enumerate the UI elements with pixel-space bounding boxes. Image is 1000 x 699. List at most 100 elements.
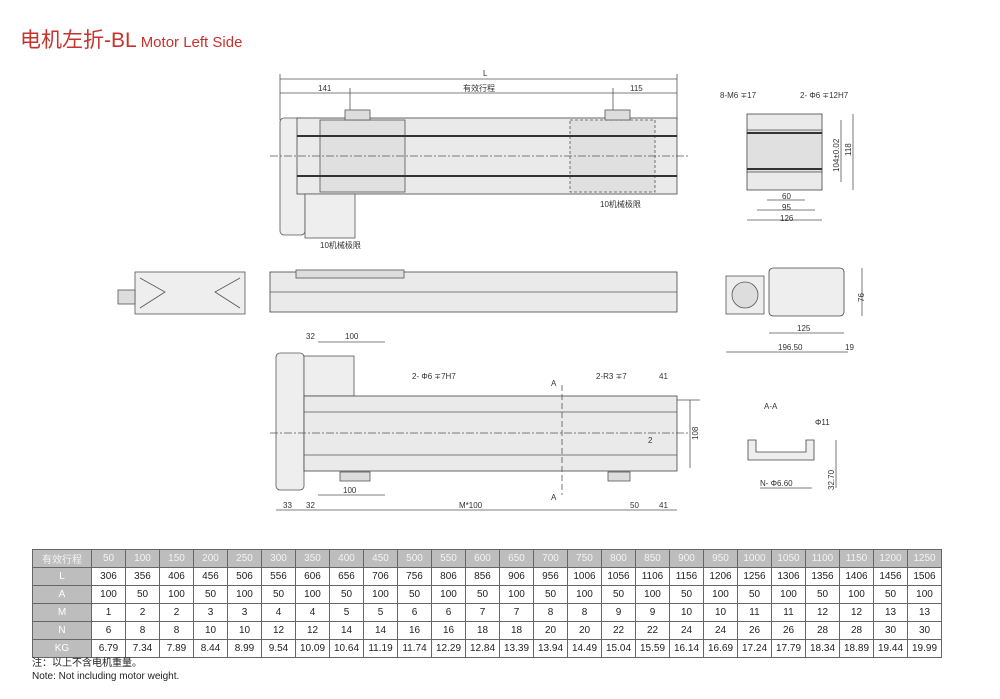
table-cell: 100 [431, 585, 466, 604]
dim-76: 76 [857, 293, 866, 302]
table-cell: 800 [601, 549, 636, 568]
table-cell: 7.89 [159, 639, 194, 658]
m6-label: 8-M6 ∓17 [720, 91, 757, 100]
section-view: A-A Φ11 N- Φ6.60 32.70 [747, 402, 837, 490]
row-header: 有效行程 [32, 549, 92, 568]
table-cell: 13 [873, 603, 908, 622]
table-cell: 1150 [839, 549, 874, 568]
table-cell: 100 [635, 585, 670, 604]
r3-label: 2-R3 ∓7 [596, 372, 627, 381]
table-cell: 14.49 [567, 639, 602, 658]
table-cell: 1306 [771, 567, 806, 586]
table-cell: 11 [771, 603, 806, 622]
dim-32: 32 [306, 501, 315, 510]
table-cell: 500 [397, 549, 432, 568]
table-cell: 50 [669, 585, 704, 604]
table-cell: 50 [465, 585, 500, 604]
dim-60: 60 [782, 192, 791, 201]
title-cn: 电机左折-BL [20, 29, 137, 52]
dim-2: 2 [648, 436, 653, 445]
table-cell: 11.19 [363, 639, 398, 658]
dim-32-70: 32.70 [827, 469, 836, 490]
table-cell: 8 [125, 621, 160, 640]
table-cell: 10 [227, 621, 262, 640]
table-cell: 8 [533, 603, 568, 622]
table-cell: 18.34 [805, 639, 840, 658]
table-cell: 100 [91, 585, 126, 604]
dim-41: 41 [659, 501, 668, 510]
dim-stroke: 有效行程 [463, 83, 495, 93]
table-cell: 20 [567, 621, 602, 640]
table-cell: 306 [91, 567, 126, 586]
dim-141: 141 [318, 84, 332, 93]
table-cell: 406 [159, 567, 194, 586]
title-en: Motor Left Side [140, 34, 243, 51]
table-cell: 1050 [771, 549, 806, 568]
table-cell: 8.99 [227, 639, 262, 658]
side-end-view: 76 125 196.50 19 [725, 267, 866, 353]
dim-phi11: Φ11 [815, 418, 830, 427]
table-cell: 4 [261, 603, 296, 622]
note: 注：以上不含电机重量。Note: Not including motor wei… [32, 657, 179, 683]
dim-125: 125 [797, 324, 811, 333]
dim-41-top: 41 [659, 372, 668, 381]
table-cell: 100 [363, 585, 398, 604]
table-cell: 100 [703, 585, 738, 604]
table-cell: 24 [669, 621, 704, 640]
table-cell: 12 [295, 621, 330, 640]
table-cell: 150 [159, 549, 194, 568]
table-cell: 750 [567, 549, 602, 568]
section-mark-bottom: A [551, 493, 557, 502]
table-cell: 900 [669, 549, 704, 568]
table-cell: 550 [431, 549, 466, 568]
table-cell: 606 [295, 567, 330, 586]
table-cell: 7.34 [125, 639, 160, 658]
table-cell: 13.39 [499, 639, 534, 658]
row-header: A [32, 585, 92, 604]
table-cell: 906 [499, 567, 534, 586]
table-cell: 100 [839, 585, 874, 604]
table-cell: 22 [635, 621, 670, 640]
table-cell: 16.69 [703, 639, 738, 658]
table-cell: 11.74 [397, 639, 432, 658]
table-cell: 18.89 [839, 639, 874, 658]
side-view [117, 269, 678, 315]
table-cell: 15.59 [635, 639, 670, 658]
dim-100-bottom: 100 [343, 486, 357, 495]
table-cell: 956 [533, 567, 568, 586]
table-cell: 456 [193, 567, 228, 586]
table-cell: 1100 [805, 549, 840, 568]
table-cell: 26 [771, 621, 806, 640]
table-cell: 1000 [737, 549, 772, 568]
table-cell: 10.64 [329, 639, 364, 658]
table-cell: 10.09 [295, 639, 330, 658]
table-cell: 13 [907, 603, 942, 622]
table-cell: 50 [261, 585, 296, 604]
dim-126: 126 [780, 214, 794, 223]
table-cell: 11 [737, 603, 772, 622]
table-cell: 50 [193, 585, 228, 604]
table-cell: 100 [567, 585, 602, 604]
bottom-view: 32 100 2- Φ6 ∓7H7 A A 2-R3 ∓7 41 2 108 1… [270, 332, 700, 511]
table-cell: 250 [227, 549, 262, 568]
table-cell: 50 [737, 585, 772, 604]
table-cell: 506 [227, 567, 262, 586]
table-cell: 1356 [805, 567, 840, 586]
table-cell: 856 [465, 567, 500, 586]
table-cell: 706 [363, 567, 398, 586]
table-cell: 16 [397, 621, 432, 640]
table-cell: 3 [227, 603, 262, 622]
table-cell: 16.14 [669, 639, 704, 658]
table-cell: 10 [193, 621, 228, 640]
dim-196: 196.50 [778, 343, 803, 352]
table-cell: 1156 [669, 567, 704, 586]
table-cell: 28 [839, 621, 874, 640]
table-cell: 50 [91, 549, 126, 568]
table-cell: 950 [703, 549, 738, 568]
table-cell: 100 [125, 549, 160, 568]
table-cell: 10 [703, 603, 738, 622]
table-cell: 200 [193, 549, 228, 568]
